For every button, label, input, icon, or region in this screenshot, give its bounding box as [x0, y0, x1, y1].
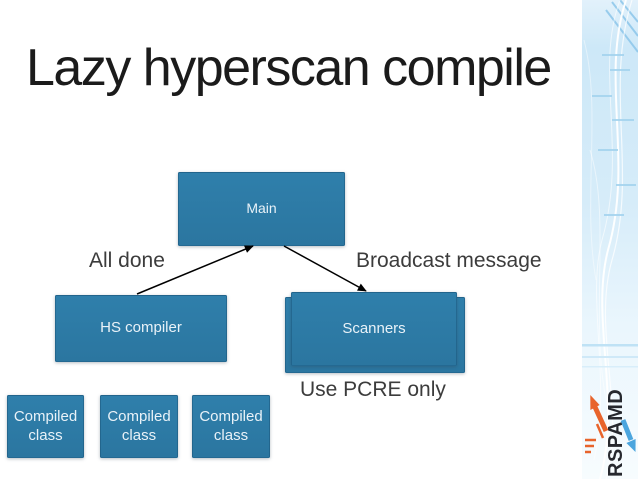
node-scanners: Scanners — [291, 292, 457, 366]
logo-down-arrow-icon — [620, 419, 636, 452]
strip-swirl-curves — [583, 0, 633, 479]
node-hs-compiler-label: HS compiler — [100, 319, 182, 337]
strip-dash-lines — [592, 54, 636, 216]
edge-label-broadcast-message: Broadcast message — [356, 249, 542, 272]
rspamd-logo: RSPAMD — [585, 389, 636, 477]
note-use-pcre-only: Use PCRE only — [300, 378, 446, 401]
logo-up-arrow-icon — [585, 395, 609, 454]
connector-main-to-scanners-icon — [283, 245, 367, 292]
node-hs-compiler: HS compiler — [55, 295, 227, 362]
logo-text: RSPAMD — [605, 389, 627, 477]
node-compiled-class-3-label: Compiled class — [199, 407, 263, 444]
node-main-label: Main — [246, 200, 277, 217]
node-scanners-label: Scanners — [342, 319, 406, 337]
node-compiled-class-2: Compiled class — [100, 395, 178, 458]
edge-label-all-done: All done — [89, 249, 165, 272]
slide-title: Lazy hyperscan compile — [26, 39, 552, 97]
node-main: Main — [178, 172, 345, 246]
strip-horizontal-bands — [582, 344, 638, 368]
node-compiled-class-3: Compiled class — [192, 395, 270, 458]
node-compiled-class-2-label: Compiled class — [107, 407, 171, 444]
node-compiled-class-1-label: Compiled class — [13, 407, 78, 444]
node-compiled-class-1: Compiled class — [7, 395, 84, 458]
